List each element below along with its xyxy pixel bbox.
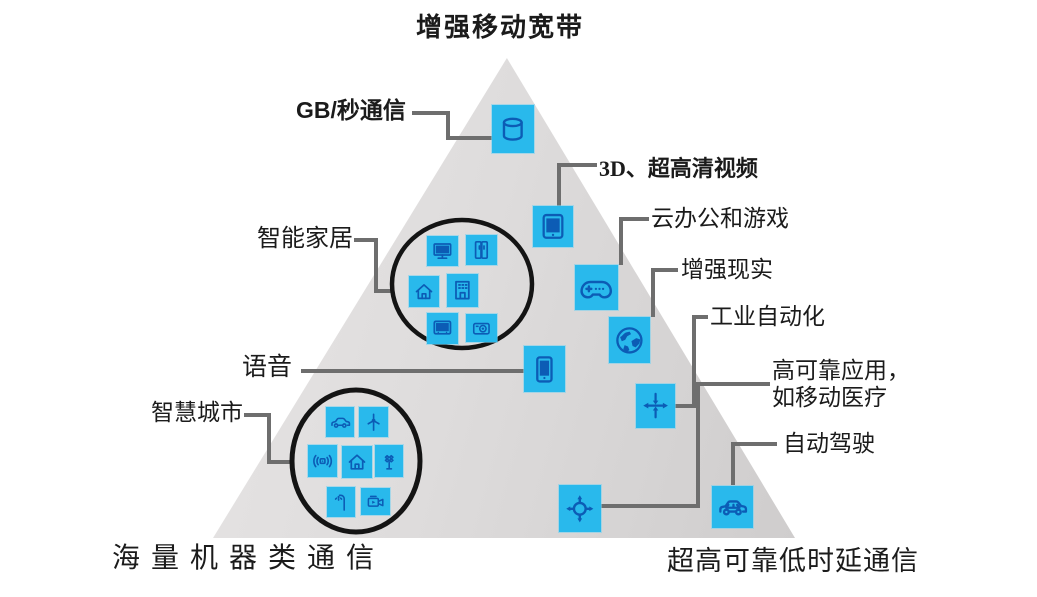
callout-label-reliable-line1: 高可靠应用， xyxy=(772,358,910,383)
washing-machine-icon xyxy=(455,281,470,300)
callout-label-ar: 增强现实 xyxy=(681,257,773,282)
cloud-gaming-tile xyxy=(575,265,618,310)
smartphone-icon xyxy=(536,355,553,383)
house-icon xyxy=(348,454,366,470)
home-fridge-tile xyxy=(466,235,497,265)
tv-icon xyxy=(433,320,452,335)
callout-label-industry: 工业自动化 xyxy=(710,304,825,329)
callout-label-reliable: 高可靠应用， 如移动医疗 xyxy=(772,357,910,411)
globe-icon xyxy=(616,326,643,354)
bottom-right-vertex-label: 超高可靠低时延通信 xyxy=(667,546,919,576)
camera-icon xyxy=(473,322,490,335)
city-car-tile xyxy=(326,407,354,437)
callout-label-uhd: 3D、超高清视频 xyxy=(599,156,758,181)
gamepad-icon xyxy=(580,280,613,299)
database-icon xyxy=(502,117,524,141)
group-label-smart-city: 智慧城市 xyxy=(151,400,243,425)
gb-tile xyxy=(492,105,534,153)
voice-tile xyxy=(524,346,565,392)
callout-label-cloud-gaming: 云办公和游戏 xyxy=(651,206,789,231)
refrigerator-icon xyxy=(474,240,489,260)
industry-tile xyxy=(636,384,675,428)
home-camera-tile xyxy=(466,314,497,342)
network-hub-icon xyxy=(566,494,594,523)
city-radio-tile xyxy=(308,445,337,477)
city-signal-tile xyxy=(375,445,403,477)
ar-tile xyxy=(609,317,650,363)
callout-label-reliable-line2: 如移动医疗 xyxy=(772,385,887,410)
uhd-tile xyxy=(533,206,573,247)
car-icon xyxy=(330,417,351,428)
four-arrows-icon xyxy=(643,393,668,419)
wind-turbine-icon xyxy=(367,413,380,431)
signal-panel-icon xyxy=(384,455,394,470)
city-lamp-tile xyxy=(327,487,355,517)
callout-label-driving: 自动驾驶 xyxy=(783,431,875,456)
home-desktop-tile xyxy=(427,236,458,266)
street-lamp-icon xyxy=(334,494,345,511)
bottom-left-vertex-label: 海量机器类通信 xyxy=(112,543,386,574)
car-icon xyxy=(719,500,748,516)
video-camera-icon xyxy=(367,495,384,507)
callout-label-gb: GB/秒通信 xyxy=(296,97,406,123)
top-vertex-label: 增强移动宽带 xyxy=(415,12,584,42)
tablet-monitor-icon xyxy=(542,214,564,239)
house-icon xyxy=(415,284,433,300)
callout-label-voice: 语音 xyxy=(242,354,293,381)
reliable-tile xyxy=(559,485,601,532)
home-appliance-tile xyxy=(447,274,478,307)
city-vcam-tile xyxy=(361,488,390,515)
home-tv-tile xyxy=(427,313,458,344)
desktop-monitor-icon xyxy=(433,243,452,260)
home-house-tile xyxy=(409,276,439,307)
city-turbine-tile xyxy=(359,407,388,437)
radio-signal-icon xyxy=(313,454,332,468)
group-label-smart-home: 智能家居 xyxy=(257,226,353,252)
driving-tile xyxy=(712,486,753,528)
city-house-tile xyxy=(342,446,372,478)
